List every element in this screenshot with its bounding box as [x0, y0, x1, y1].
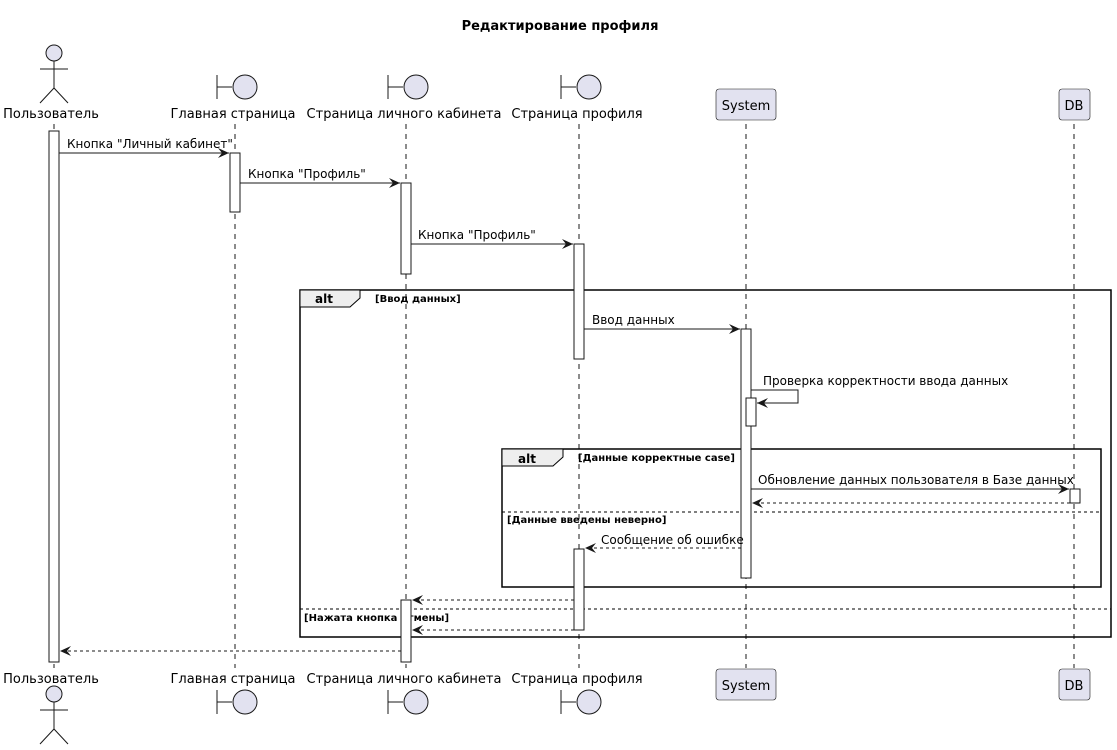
participant-system-box — [715, 88, 777, 121]
diagram-title: Редактирование профиля — [462, 19, 659, 34]
participant-system-label: System — [722, 679, 770, 694]
participant-cabinet-label: Страница личного кабинета — [307, 107, 502, 122]
fragment-keyword: alt — [518, 452, 536, 466]
fragment-alt-inner: alt [Данные корректные case] [Данные вве… — [501, 448, 1102, 588]
message-label: Кнопка "Профиль" — [248, 167, 366, 181]
fragment-keyword: alt — [315, 292, 333, 306]
activation-bar — [740, 328, 752, 579]
participant-main-label: Главная страница — [171, 107, 296, 122]
activation-bar — [400, 599, 412, 663]
activation-bar — [745, 397, 757, 427]
activation-bar — [573, 548, 585, 631]
participant-user-label: Пользователь — [3, 107, 99, 122]
participant-system-label: System — [722, 99, 770, 114]
message-label: Проверка корректности ввода данных — [763, 374, 1008, 388]
activations — [48, 130, 1081, 663]
fragment-guard: [Данные введены неверно] — [507, 515, 666, 526]
participants-top: Пользователь Главная страница Страница л… — [3, 44, 1091, 122]
participant-db-label: DB — [1065, 99, 1084, 114]
fragment-guard: [Ввод данных] — [375, 294, 461, 305]
fragment-guard: [Нажата кнопка отмены] — [304, 613, 449, 624]
messages — [59, 148, 1070, 656]
message-label: Ввод данных — [592, 313, 675, 327]
participants-bottom: Пользователь Главная страница Страница л… — [3, 668, 1091, 745]
participant-db-box — [1058, 668, 1091, 701]
boundary-icon — [216, 74, 258, 100]
message-label: Сообщение об ошибке — [601, 533, 744, 547]
activation-bar — [400, 182, 412, 275]
fragment-alt-outer: alt [Ввод данных] [Нажата кнопка отмены] — [299, 289, 1112, 638]
message-labels: Кнопка "Личный кабинет" Кнопка "Профиль"… — [67, 137, 1074, 547]
message-label: Кнопка "Личный кабинет" — [67, 137, 233, 151]
activation-bar — [48, 130, 60, 663]
fragment-guard: [Данные корректные case] — [578, 453, 735, 464]
participant-db-label: DB — [1065, 679, 1084, 694]
participant-main-label: Главная страница — [171, 672, 296, 687]
participant-cabinet-label: Страница личного кабинета — [307, 672, 502, 687]
participant-db-box — [1058, 88, 1091, 121]
participant-user-label: Пользователь — [3, 672, 99, 687]
message-label: Обновление данных пользователя в Базе да… — [758, 473, 1074, 487]
boundary-icon — [560, 689, 602, 715]
actor-icon — [39, 685, 69, 745]
boundary-icon — [387, 74, 429, 100]
activation-bar — [573, 243, 585, 360]
boundary-icon — [560, 74, 602, 100]
activation-bar — [229, 152, 241, 213]
message-label: Кнопка "Профиль" — [418, 228, 536, 242]
boundary-icon — [216, 689, 258, 715]
boundary-icon — [387, 689, 429, 715]
actor-icon — [39, 44, 69, 104]
participant-profile-label: Страница профиля — [511, 107, 642, 122]
participant-profile-label: Страница профиля — [511, 672, 642, 687]
activation-bar — [1069, 488, 1081, 504]
participant-system-box — [715, 668, 777, 701]
message-arrow — [751, 389, 799, 408]
